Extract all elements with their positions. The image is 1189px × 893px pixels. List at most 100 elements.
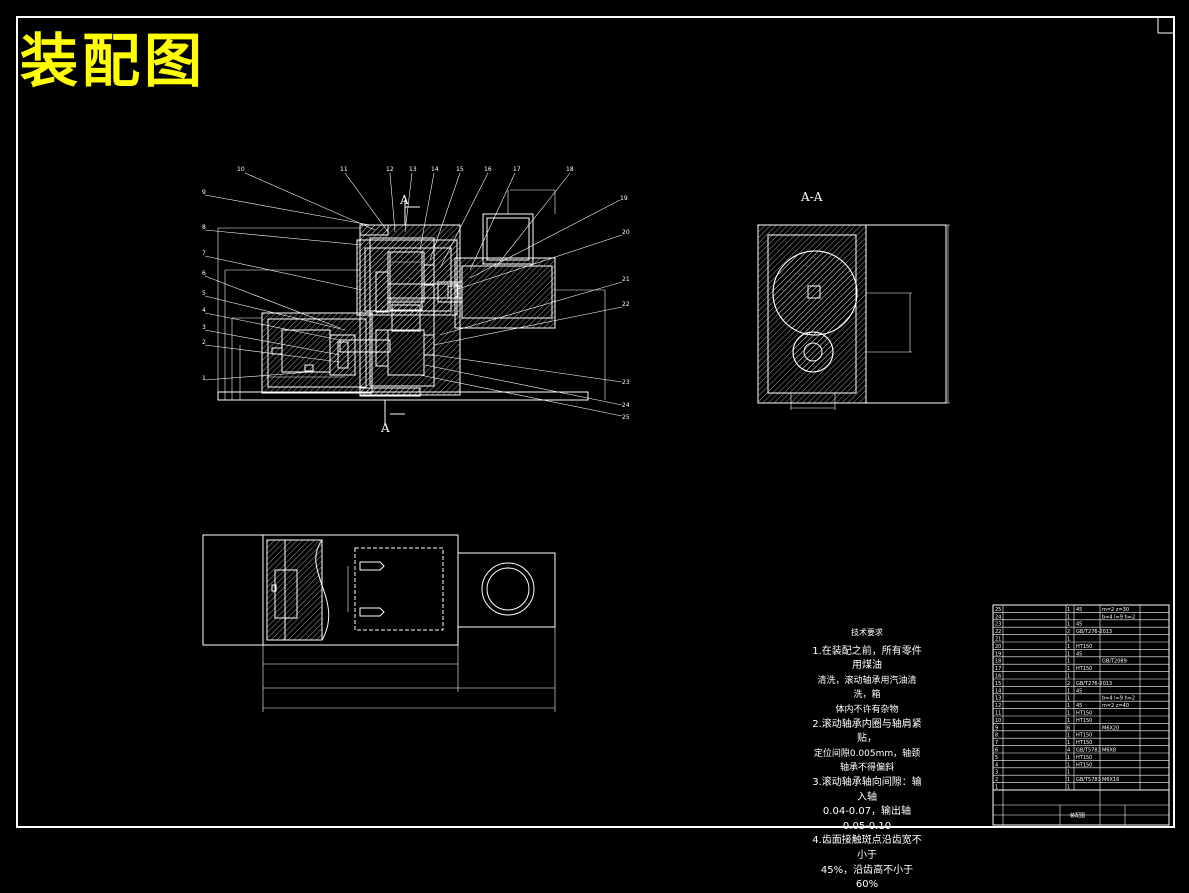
bom-cell-no: 3 [995,770,998,776]
part-number-5: 5 [202,290,206,297]
bom-cell-mat: HT150 [1076,711,1092,717]
part-number-23: 23 [622,379,630,386]
assembly-drawing: 10 11 12 13 14 15 16 17 18 9 8 7 6 5 4 3… [16,16,1175,828]
bom-cell-note: b=4 l=9 h=2 [1102,696,1135,702]
bom-cell-qty: 1 [1067,696,1070,702]
part-number-24: 24 [622,402,630,409]
note-line: 4.齿面接触斑点沿齿宽不小于 [812,835,922,861]
bom-cell-no: 9 [995,725,998,731]
drawing-title: 装配图 [20,27,207,95]
bom-cell-qty: 1 [1067,762,1070,768]
bom-cell-no: 4 [995,762,998,768]
bom-cell-qty: 1 [1067,666,1070,672]
bom-cell-qty: 1 [1067,755,1070,761]
bom-cell-note: m=2 z=40 [1102,703,1129,709]
bom-cell-no: 14 [995,688,1001,694]
note-line: 60% [855,879,879,891]
bom-cell-mat: GB/T276-2013 [1076,629,1112,635]
part-number-22: 22 [622,301,630,308]
bom-cell-qty: 1 [1067,688,1070,694]
bom-cell-no: 7 [995,740,998,746]
bom-cell-mat: GB/T5783 [1076,748,1101,754]
technical-notes: 技术要求 1.在装配之前，所有零件用煤油 清洗，滚动轴承用汽油清洗，箱 体内不许… [812,626,922,893]
bom-cell-no: 6 [995,748,998,754]
bom-cell-qty: 1 [1067,711,1070,717]
bom-cell-no: 1 [995,785,998,791]
note-line: 3.滚动轴承轴向间隙：输入轴 [812,776,922,803]
bom-cell-no: 8 [995,733,998,739]
bom-cell-mat: 45 [1076,622,1082,628]
note-line: 轴承不得偏斜 [839,763,894,774]
bom-cell-qty: 1 [1067,614,1070,620]
bom-cell-qty: 1 [1067,785,1070,791]
bom-cell-qty: 1 [1067,703,1070,709]
bom-cell-note: M6X16 [1102,777,1119,783]
technical-notes-heading: 技术要求 [851,628,883,637]
bom-cell-note: M6X20 [1102,725,1119,731]
bom-cell-no: 12 [995,703,1001,709]
bom-cell-qty: 1 [1067,659,1070,665]
bom-cell-mat: HT150 [1076,666,1092,672]
bom-cell-qty: 1 [1067,770,1070,776]
note-line: 45%，沿齿高不小于 [820,864,914,876]
bom-cell-no: 10 [995,718,1001,724]
bom-cell-mat: 45 [1076,703,1082,709]
part-number-19: 19 [620,195,628,202]
bom-cell-qty: 1 [1067,651,1070,657]
note-line: 2.滚动轴承内圈与轴肩紧贴， [812,718,922,745]
bom-cell-mat: GB/T276-2013 [1076,681,1112,687]
bom-cell-qty: 1 [1067,733,1070,739]
part-number-4: 4 [202,307,206,314]
bom-cell-qty: 1 [1067,644,1070,650]
bom-cell-mat: HT150 [1076,755,1092,761]
note-line: 定位间隙0.005mm，轴颈 [813,748,921,759]
part-number-2: 2 [202,339,206,346]
note-line: 1.在装配之前，所有零件用煤油 [812,645,922,672]
bom-cell-no: 13 [995,696,1001,702]
part-number-10: 10 [237,166,245,173]
bom-cell-mat: HT150 [1076,644,1092,650]
bom-cell-qty: 1 [1067,718,1070,724]
part-number-3: 3 [202,324,206,331]
part-number-21: 21 [622,276,630,283]
bom-cell-no: 11 [995,711,1001,717]
bom-cell-no: 21 [995,637,1001,643]
bom-cell-mat: HT150 [1076,718,1092,724]
bom-cell-mat: HT150 [1076,733,1092,739]
part-number-16: 16 [484,166,492,173]
bom-cell-note: m=2 z=30 [1102,607,1129,613]
bom-cell-mat: 45 [1076,651,1082,657]
bom-cell-qty: 1 [1067,607,1070,613]
bom-cell-note: b=4 l=9 h=2 [1102,614,1135,620]
section-label: A-A [800,190,823,204]
part-number-8: 8 [202,224,206,231]
part-number-6: 6 [202,270,206,277]
bom-cell-qty: 1 [1067,637,1070,643]
part-number-13: 13 [409,166,417,173]
note-line: 清洗，滚动轴承用汽油清洗，箱 [817,675,917,701]
part-number-12: 12 [386,166,394,173]
bom-cell-no: 19 [995,651,1001,657]
bom-cell-no: 17 [995,666,1001,672]
bom-cell-no: 18 [995,659,1001,665]
bom-cell-note: GB/T2089 [1102,659,1127,665]
part-number-25: 25 [622,414,630,421]
part-number-7: 7 [202,250,206,257]
bom-cell-qty: 1 [1067,674,1070,680]
bom-cell-no: 23 [995,622,1001,628]
title-block-name: 装配图 [1070,812,1085,819]
part-number-18: 18 [566,166,574,173]
part-number-14: 14 [431,166,439,173]
bom-cell-no: 24 [995,614,1001,620]
drawing-frame [16,16,1175,828]
bom-cell-qty: 1 [1067,622,1070,628]
cut-mark-top: A [399,193,409,207]
part-number-17: 17 [513,166,521,173]
bom-cell-mat: 45 [1076,688,1082,694]
bom-cell-qty: 1 [1067,740,1070,746]
bom-cell-no: 20 [995,644,1001,650]
note-line: 0.05-0.10 [842,820,892,832]
bom-cell-no: 15 [995,681,1001,687]
